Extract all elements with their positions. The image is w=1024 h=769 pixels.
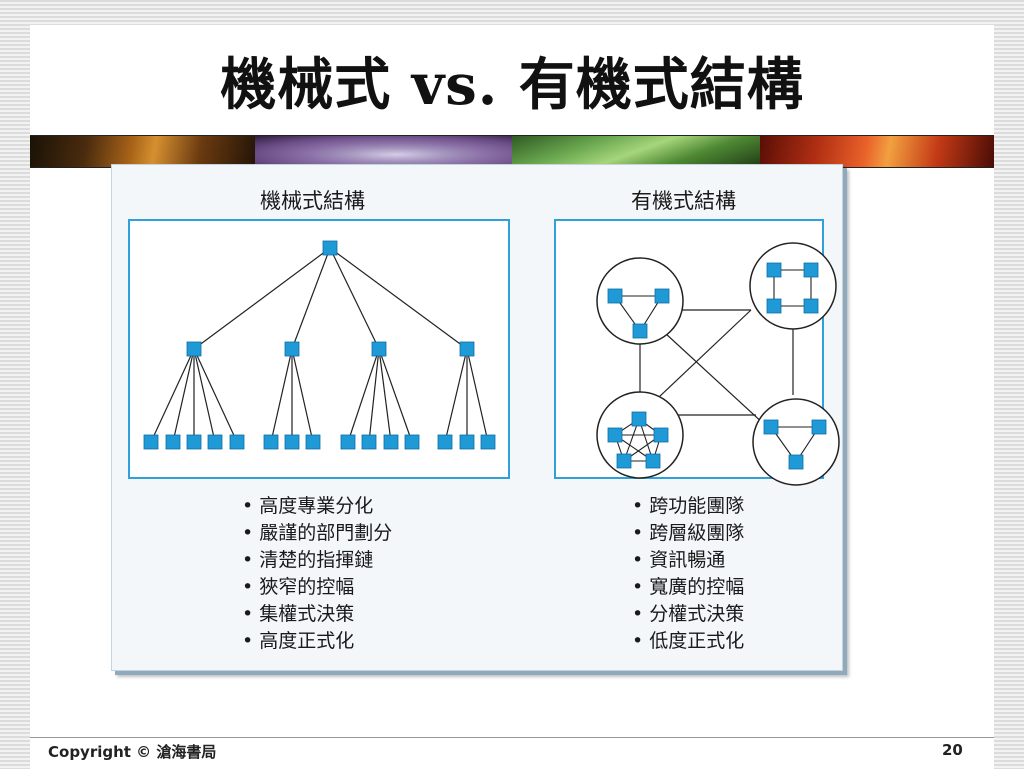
- banner-photo-disc: [255, 136, 512, 167]
- mechanistic-trait: 高度正式化: [242, 628, 392, 655]
- team-member-node: [607, 288, 623, 304]
- organic-trait: 分權式決策: [632, 601, 744, 628]
- team-member-node: [763, 419, 779, 435]
- tree-node-mid: [459, 341, 475, 357]
- mechanistic-trait: 清楚的指揮鏈: [242, 547, 392, 574]
- tree-node-leaf: [480, 434, 496, 450]
- mechanistic-hierarchy-tree: [150, 247, 489, 443]
- tree-node-leaf: [340, 434, 356, 450]
- team-circle-triangle: [596, 257, 684, 345]
- team-member-node: [616, 453, 632, 469]
- team-circle-square: [749, 242, 837, 330]
- footer-bar: [30, 737, 994, 769]
- tree-node-leaf: [165, 434, 181, 450]
- tree-node-mid: [284, 341, 300, 357]
- team-member-node: [766, 298, 782, 314]
- banner-photo-circuit: [512, 136, 760, 167]
- team-member-node: [653, 427, 669, 443]
- organic-trait: 資訊暢通: [632, 547, 744, 574]
- team-member-node: [632, 323, 648, 339]
- team-member-node: [803, 262, 819, 278]
- team-member-node: [803, 298, 819, 314]
- mechanistic-trait: 狹窄的控幅: [242, 574, 392, 601]
- slide-title: 機械式 vs. 有機式結構: [220, 52, 804, 118]
- photo-banner: [30, 135, 994, 168]
- tree-node-leaf: [361, 434, 377, 450]
- team-member-node: [766, 262, 782, 278]
- page-number: 20: [942, 741, 963, 759]
- organic-trait: 跨層級團隊: [632, 520, 744, 547]
- tree-node-leaf: [207, 434, 223, 450]
- team-member-node: [811, 419, 827, 435]
- tree-node-leaf: [383, 434, 399, 450]
- structure-comparison-figure: 機械式結構 有機式結構: [111, 164, 843, 671]
- banner-photo-abstract: [760, 136, 994, 167]
- tree-node-leaf: [437, 434, 453, 450]
- structure-diagrams: [143, 240, 840, 486]
- organic-heading: 有機式結構: [631, 189, 736, 213]
- copyright-notice: Copyright © 滄海書局: [48, 743, 217, 761]
- banner-photo-keyboard: [30, 136, 255, 167]
- organic-traits-list: 跨功能團隊 跨層級團隊 資訊暢通 寬廣的控幅 分權式決策 低度正式化: [632, 493, 744, 655]
- team-member-node: [645, 453, 661, 469]
- tree-node-top: [322, 240, 338, 256]
- team-member-node: [788, 454, 804, 470]
- mechanistic-traits-list: 高度專業分化 嚴謹的部門劃分 清楚的指揮鏈 狹窄的控幅 集權式決策 高度正式化: [242, 493, 392, 655]
- tree-node-leaf: [404, 434, 420, 450]
- tree-node-leaf: [305, 434, 321, 450]
- tree-node-leaf: [284, 434, 300, 450]
- tree-node-leaf: [263, 434, 279, 450]
- mechanistic-trait: 集權式決策: [242, 601, 392, 628]
- tree-node-leaf: [229, 434, 245, 450]
- mechanistic-trait: 嚴謹的部門劃分: [242, 520, 392, 547]
- team-circle-triangle-2: [752, 398, 840, 486]
- team-member-node: [654, 288, 670, 304]
- tree-node-leaf: [459, 434, 475, 450]
- tree-node-leaf: [143, 434, 159, 450]
- organic-trait: 低度正式化: [632, 628, 744, 655]
- organic-trait: 跨功能團隊: [632, 493, 744, 520]
- mechanistic-heading: 機械式結構: [260, 189, 365, 213]
- mechanistic-trait: 高度專業分化: [242, 493, 392, 520]
- team-member-node: [631, 411, 647, 427]
- tree-node-mid: [186, 341, 202, 357]
- tree-node-leaf: [186, 434, 202, 450]
- tree-node-mid: [371, 341, 387, 357]
- team-member-node: [607, 427, 623, 443]
- organic-trait: 寬廣的控幅: [632, 574, 744, 601]
